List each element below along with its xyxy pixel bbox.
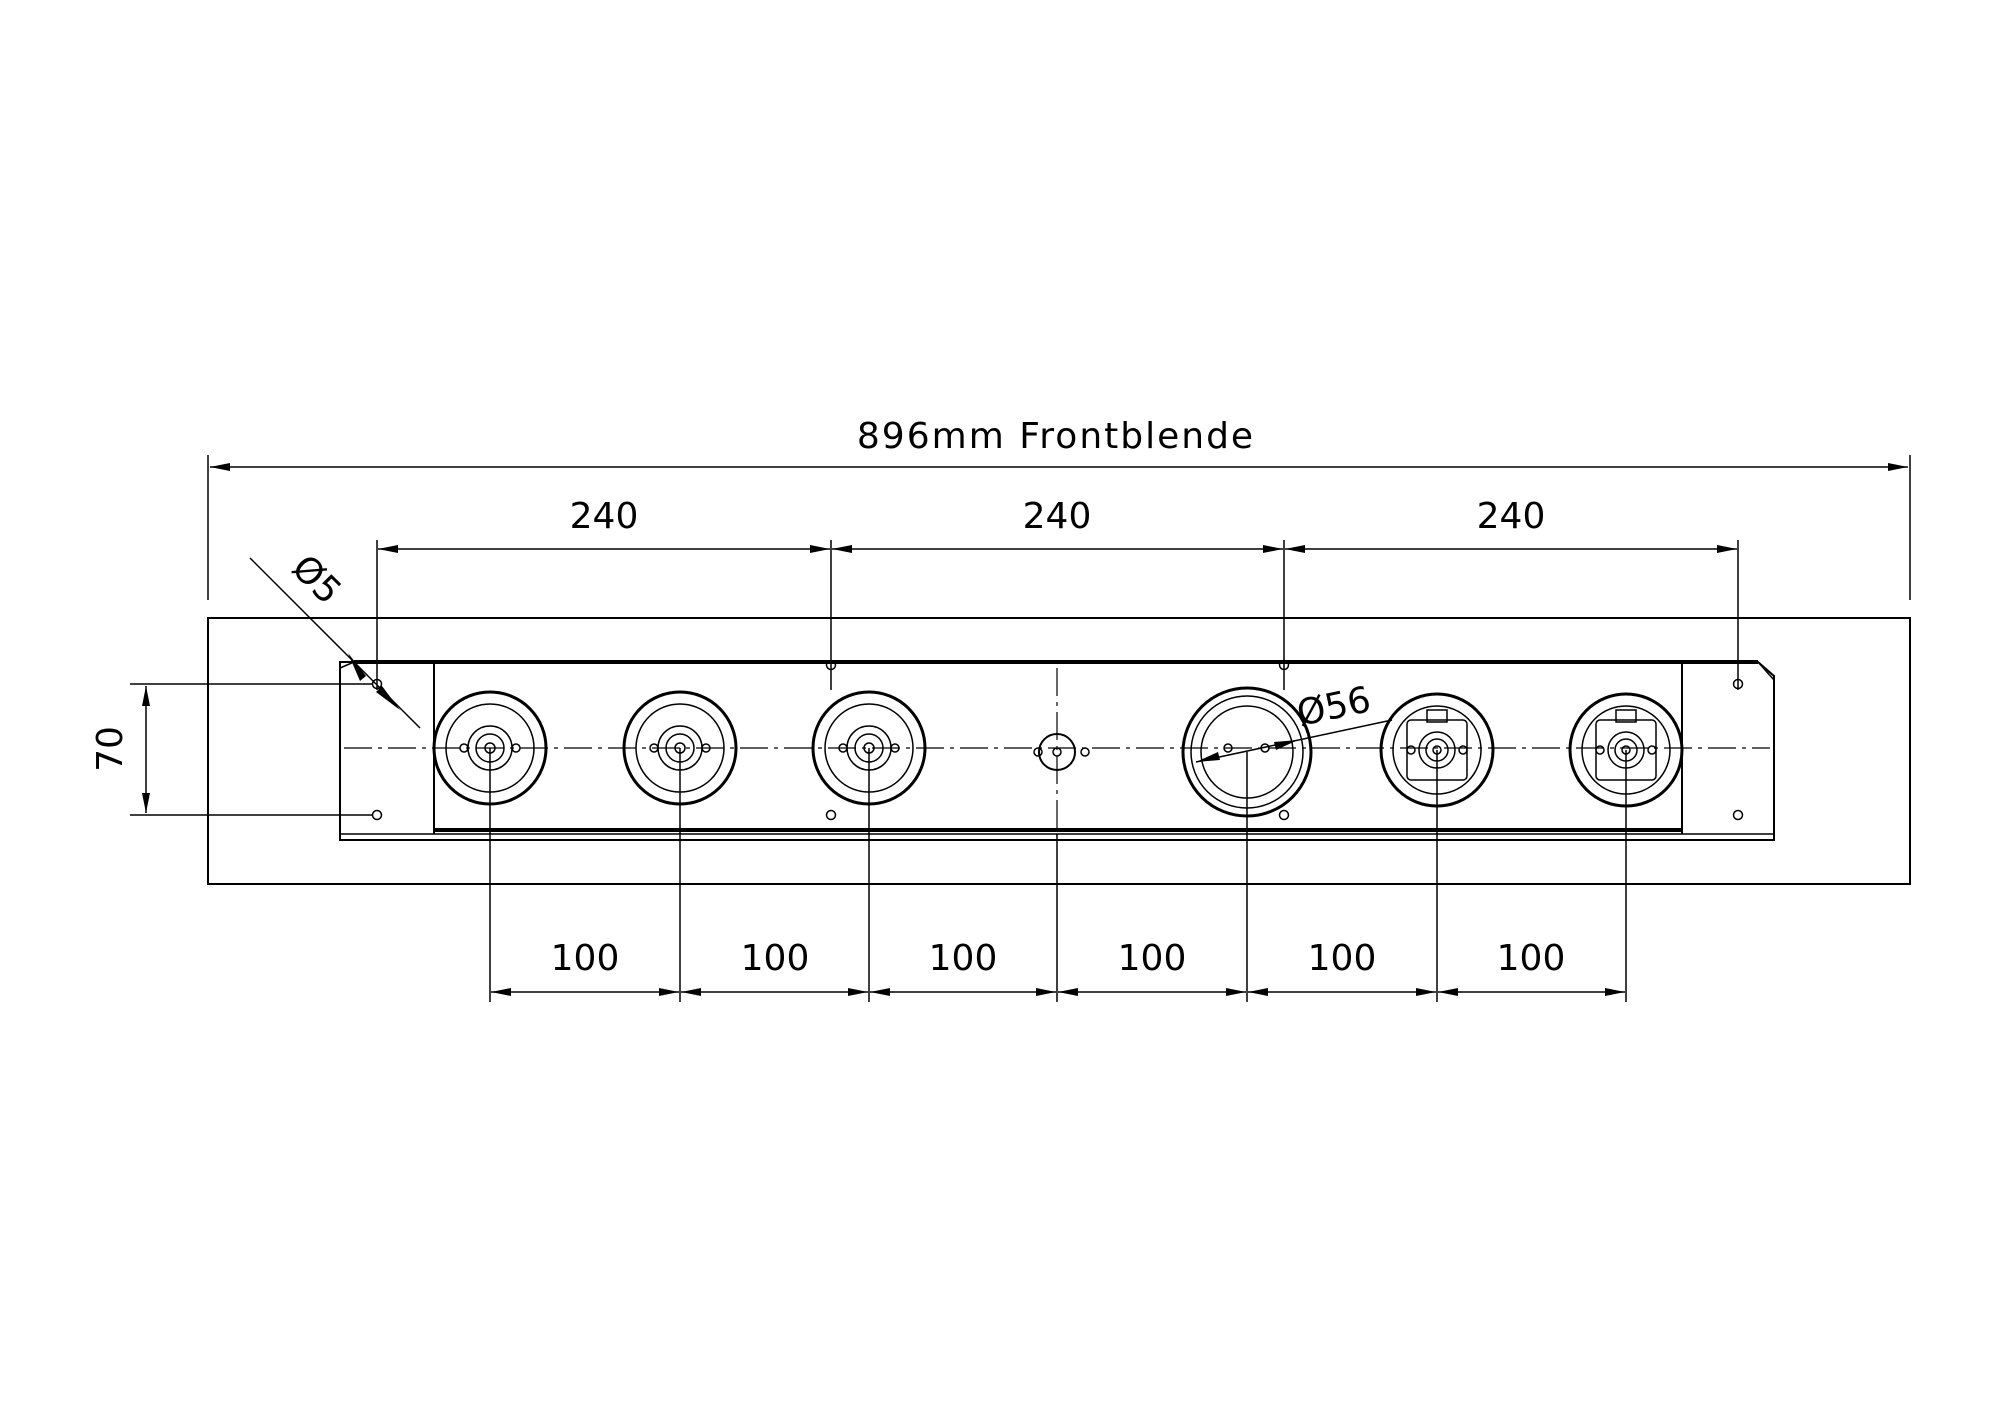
spacing-label: 100 xyxy=(1497,938,1566,979)
height-dimension: 70 xyxy=(90,683,372,816)
switch-center xyxy=(1052,747,1062,757)
mounting-hole xyxy=(371,809,383,821)
mounting-hole xyxy=(371,678,383,690)
leader-arrow xyxy=(1274,740,1298,750)
spacing-label: 100 xyxy=(1118,938,1187,979)
outlet-screw xyxy=(890,743,900,753)
front-panel-outline xyxy=(207,617,1911,885)
spacing-label: 100 xyxy=(929,938,998,979)
spacing-label: 240 xyxy=(570,496,639,537)
leader-arrow xyxy=(376,686,400,710)
plate-corner xyxy=(1757,661,1775,681)
mounting-hole xyxy=(825,809,837,821)
leader-arrow xyxy=(348,653,366,681)
outlet-screw xyxy=(1647,745,1657,755)
outlet-spacing-dimensions: 100 100 100 100 100 100 xyxy=(489,748,1627,1002)
spacing-label: 100 xyxy=(551,938,620,979)
overall-width-label: 896mm Frontblende xyxy=(857,416,1255,457)
mounting-hole xyxy=(1732,809,1744,821)
mounting-hole xyxy=(1278,809,1290,821)
outlet-screw xyxy=(701,743,711,753)
spacing-label: 240 xyxy=(1477,496,1546,537)
insert-tab xyxy=(1615,709,1637,723)
outlet-screw xyxy=(511,743,521,753)
outlet-screw xyxy=(649,743,659,753)
mounting-hole xyxy=(1278,659,1290,671)
outlet-screw xyxy=(1458,745,1468,755)
overall-width-dimension: 896mm Frontblende xyxy=(207,416,1911,600)
outlet-screw xyxy=(838,743,848,753)
switch-screw xyxy=(1080,747,1090,757)
small-switch xyxy=(1033,668,1090,836)
spacing-label: 240 xyxy=(1023,496,1092,537)
leader-arrow xyxy=(1196,752,1220,762)
insert-tab xyxy=(1426,709,1448,723)
small-diameter-callout: Ø5 xyxy=(249,547,421,729)
spacing-label: 100 xyxy=(741,938,810,979)
spacing-label: 100 xyxy=(1308,938,1377,979)
outlet-screw xyxy=(459,743,469,753)
hole-spacing-dimensions: 240 240 240 xyxy=(376,496,1739,690)
plate-corner xyxy=(339,661,355,669)
small-diameter-label: Ø5 xyxy=(284,547,349,612)
height-label: 70 xyxy=(90,726,131,772)
outlet-screw xyxy=(1595,745,1605,755)
outlet-screw xyxy=(1223,743,1233,753)
outlet-screw xyxy=(1406,745,1416,755)
mounting-hole xyxy=(825,659,837,671)
mounting-holes xyxy=(371,659,1744,821)
switch-body xyxy=(1038,733,1076,771)
switch-screw xyxy=(1033,747,1043,757)
mounting-hole xyxy=(1732,678,1744,690)
